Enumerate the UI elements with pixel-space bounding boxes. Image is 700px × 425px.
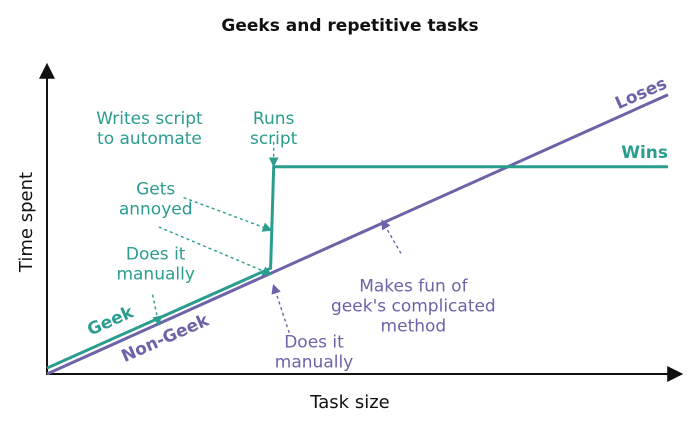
annotation-arrow-nongeek-manual — [271, 283, 290, 334]
chart-title: Geeks and repetitive tasks — [221, 16, 478, 36]
annotation-line: Gets — [136, 180, 175, 200]
series-line-nongeek — [46, 93, 669, 376]
annotation-line: to automate — [97, 129, 202, 149]
annotation-line: manually — [116, 264, 194, 284]
annotation-line: Makes fun of — [359, 277, 468, 297]
series-label-geek-end: Wins — [621, 143, 668, 163]
annotation-line: Runs — [253, 109, 295, 129]
annotation-line: manually — [275, 353, 353, 373]
annotation-arrow-nongeek-funny — [381, 219, 402, 254]
x-axis-label: Task size — [309, 392, 389, 413]
annotation-arrow-geek-annoyed — [158, 226, 273, 276]
annotation-line: Does it — [284, 333, 344, 353]
annotation-line: annoyed — [119, 200, 193, 220]
y-axis-label: Time spent — [16, 172, 37, 273]
series-label-geek-start: Geek — [84, 302, 137, 340]
annotation-line: Does it — [126, 244, 186, 264]
annotation-line: Writes script — [96, 109, 203, 129]
annotation-arrow-geek-manual — [151, 294, 162, 326]
annotation-arrow-geek-writes — [183, 196, 273, 232]
annotation-line: script — [250, 129, 298, 149]
annotation-line: method — [381, 317, 447, 337]
annotation-line: geek's complicated — [331, 297, 496, 317]
